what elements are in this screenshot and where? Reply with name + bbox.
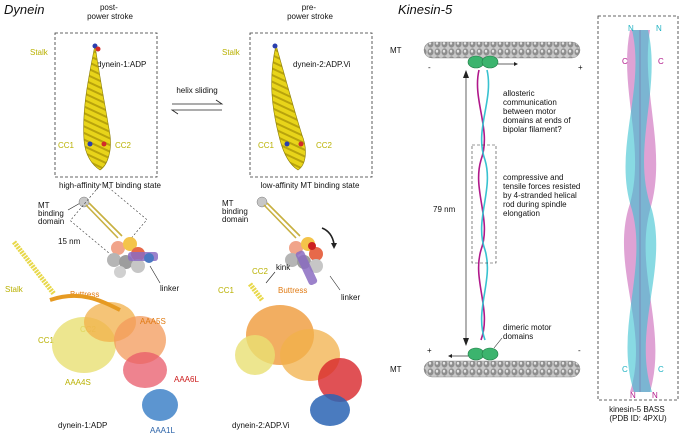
c-label-top-right: C	[658, 57, 664, 66]
motor-domain-bot-a	[467, 347, 485, 361]
linker-pointer-right	[329, 275, 341, 291]
dynein-title: Dynein	[4, 2, 44, 17]
post-line1: post-	[100, 3, 118, 12]
post-stroke-box	[54, 32, 158, 178]
direction-arrowhead-bottom	[448, 354, 452, 358]
allosteric-text: allosteric communication between motor d…	[503, 89, 573, 134]
microtubule-top	[423, 41, 581, 59]
cc1-label-left: CC1	[58, 141, 75, 150]
n-label-top-left: N	[628, 24, 634, 33]
bead-red-bot-right	[298, 141, 304, 147]
stalk-schematic-left	[85, 202, 123, 239]
pre-line1: pre-	[302, 3, 317, 12]
aaa1l-label-left: AAA1L	[150, 426, 175, 435]
dimeric-text: dimeric motor domains	[503, 323, 554, 341]
kink-pointer	[265, 271, 276, 284]
mt-label-bottom: MT	[390, 365, 402, 374]
rotation-arrow	[321, 227, 335, 245]
nm15-label: 15 nm	[58, 237, 81, 246]
linker-label-left: linker	[160, 284, 179, 293]
cc1-label-crystal-right: CC1	[218, 286, 235, 295]
pre-stroke-label: pre- power stroke	[287, 3, 333, 21]
dynein1-adp-label: dynein-1:ADP	[97, 60, 146, 69]
helix-sliding-label: helix sliding	[176, 86, 217, 95]
length-arrowhead-bottom	[463, 338, 469, 346]
arrow-back	[170, 109, 222, 115]
motor-domain-top-b	[481, 55, 499, 69]
helical-rod	[476, 69, 490, 341]
mt-binding-domain-right: MT binding domain	[222, 199, 250, 224]
stalk-label-bottom: Stalk	[5, 285, 24, 294]
buttress-label-right: Buttress	[278, 286, 307, 295]
c-label-bot-left: C	[622, 365, 628, 374]
arrow-forward	[172, 99, 224, 105]
n-label-bot-right: N	[652, 391, 658, 400]
motor-domain-top-a	[467, 55, 485, 69]
n-label-top-right: N	[656, 24, 662, 33]
mt-label-top: MT	[390, 46, 402, 55]
dynein2-adp-vi-label: dynein-2:ADP.Vi	[293, 60, 351, 69]
mt-plus-bottom: +	[427, 346, 432, 355]
mt-plus-top: +	[578, 63, 583, 72]
kink-label: kink	[276, 263, 291, 272]
linker-pointer-left	[149, 265, 161, 284]
cc1-label-right: CC1	[258, 141, 275, 150]
stalk-schematic-right	[263, 202, 301, 239]
low-affinity-label: low-affinity MT binding state	[261, 181, 360, 190]
buttress-label-left: Buttress	[70, 290, 99, 299]
post-stroke-label: post- power stroke	[87, 3, 133, 21]
direction-arrowhead-top	[514, 62, 518, 66]
high-affinity-label: high-affinity MT binding state	[59, 181, 162, 190]
aaa5s-label-left: AAA5S	[140, 317, 166, 326]
stalk-label-right: Stalk	[222, 48, 241, 57]
stalk-label-left: Stalk	[30, 48, 49, 57]
cc2-label-crystal-right: CC2	[252, 267, 269, 276]
cc2-label-left: CC2	[115, 141, 132, 150]
microtubule-bottom	[423, 360, 581, 378]
aaa6l-label-left: AAA6L	[174, 375, 199, 384]
ring-schematic-right	[285, 237, 323, 286]
dimeric-pointer	[493, 337, 503, 349]
bead-blue-top-right	[272, 43, 278, 49]
stalk-coil-left	[83, 44, 111, 171]
dynein1-crystal	[49, 293, 178, 421]
bead-red-bot-left	[101, 141, 107, 147]
post-line2: power stroke	[87, 12, 133, 21]
bead-blue-bot-left	[87, 141, 93, 147]
mt-minus-bottom: -	[578, 346, 581, 355]
motor-domain-bot-b	[481, 347, 499, 361]
compressive-text: compressive and tensile forces resisted …	[503, 173, 583, 218]
aaa4s-label-left: AAA4S	[65, 378, 91, 387]
linker-label-right: linker	[341, 293, 360, 302]
length-arrowhead-top	[463, 70, 469, 78]
rod-dashed-box	[471, 144, 497, 264]
pre-stroke-box	[249, 32, 373, 178]
n-label-bot-left: N	[630, 391, 636, 400]
rotation-arrowhead	[331, 243, 337, 249]
stalk-crystal-left	[12, 240, 56, 296]
dynein2-crystal	[235, 282, 362, 426]
c-label-bot-right: C	[658, 365, 664, 374]
schematic-dashed-left	[69, 181, 148, 259]
dynein2-adp-vi-bottom: dynein-2:ADP.Vi	[232, 421, 290, 430]
bass-structure	[623, 30, 657, 392]
ring-schematic-left	[107, 237, 158, 278]
cc2-label-right: CC2	[316, 141, 333, 150]
bass-box	[597, 15, 679, 401]
mt-minus-top: -	[428, 63, 431, 72]
nm79-label: 79 nm	[433, 205, 456, 214]
mt-binding-ball-right	[256, 196, 268, 208]
bead-blue-bot-right	[284, 141, 290, 147]
c-label-top-left: C	[622, 57, 628, 66]
mt-binding-domain-left: MT binding domain	[38, 201, 66, 226]
bass-caption: kinesin-5 BASS (PDB ID: 4PXU)	[609, 405, 667, 423]
dynein1-adp-bottom: dynein-1:ADP	[58, 421, 107, 430]
mt-binding-ball-left	[78, 196, 90, 208]
kinesin-title: Kinesin-5	[398, 2, 453, 17]
bead-red-top-left	[95, 46, 101, 52]
cc1-label-bottom: CC1	[38, 336, 55, 345]
stalk-coil-right	[271, 44, 306, 171]
pre-line2: power stroke	[287, 12, 333, 21]
